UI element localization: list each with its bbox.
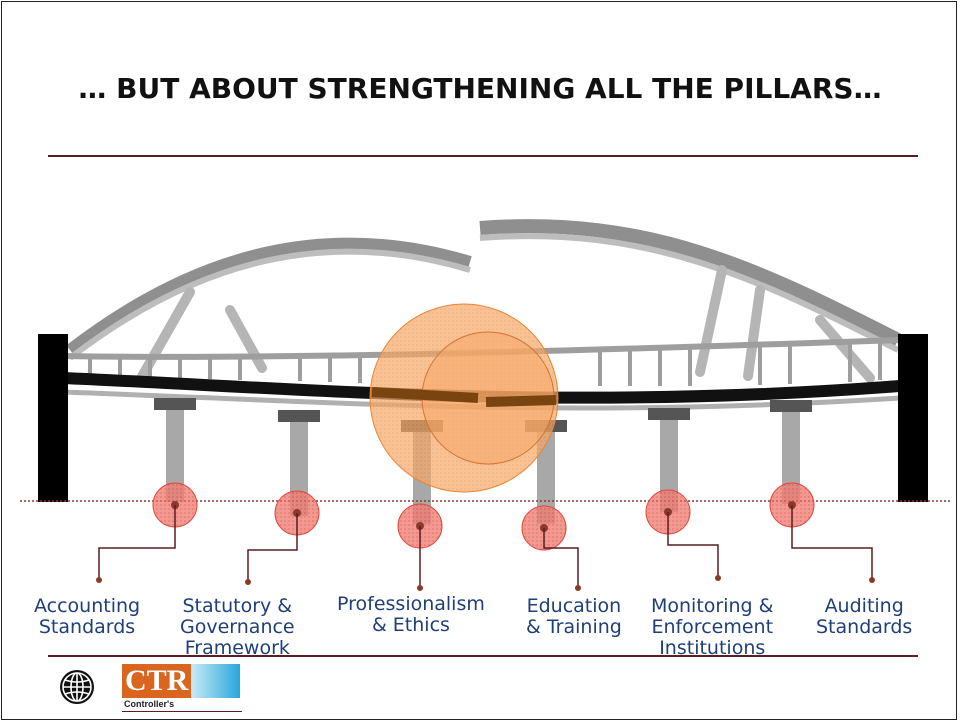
pillar-label-education-training: Education & Training: [526, 595, 622, 638]
pillar-label-monitoring-enforcement: Monitoring & Enforcement Institutions: [651, 595, 774, 659]
bridge-deck-break: [371, 387, 557, 407]
footer-divider: [48, 655, 918, 657]
pillar-column: [166, 410, 184, 502]
bridge-tower-right: [898, 334, 928, 502]
pillar-label-accounting-standards: Accounting Standards: [34, 595, 141, 638]
pillar-cap: [278, 410, 320, 422]
pillar-markers: [96, 482, 875, 591]
bridge-arch: [66, 219, 902, 361]
pillar-cap: [770, 400, 812, 412]
ctr-logo-underline: [122, 711, 242, 712]
leader-line: [667, 512, 719, 578]
ctr-logo: CTR Controller's: [122, 664, 242, 714]
pillar-column: [782, 412, 800, 504]
bridge-braces: [135, 265, 875, 385]
ctr-logo-gradient: [182, 664, 240, 698]
leader-line: [543, 528, 579, 588]
globe-icon: [56, 666, 98, 708]
leader-line: [247, 513, 298, 582]
pillar-cap: [154, 398, 196, 410]
pillar-cap: [648, 408, 690, 420]
slide-title: … BUT ABOUT STRENGTHENING ALL THE PILLAR…: [78, 72, 882, 105]
pillar-label-auditing-standards: Auditing Standards: [816, 595, 913, 638]
pillar-label-professionalism-ethics: Professionalism & Ethics: [337, 593, 485, 636]
title-divider: [48, 155, 918, 157]
bridge-tower-left: [38, 334, 68, 502]
pillar-label-statutory-governance: Statutory & Governance Framework: [180, 595, 295, 659]
leader-line: [98, 505, 176, 580]
leader-line: [791, 505, 873, 580]
ctr-logo-subtext: Controller's: [124, 699, 175, 709]
pillar-column: [660, 420, 678, 512]
ctr-logo-text: CTR: [122, 664, 192, 698]
